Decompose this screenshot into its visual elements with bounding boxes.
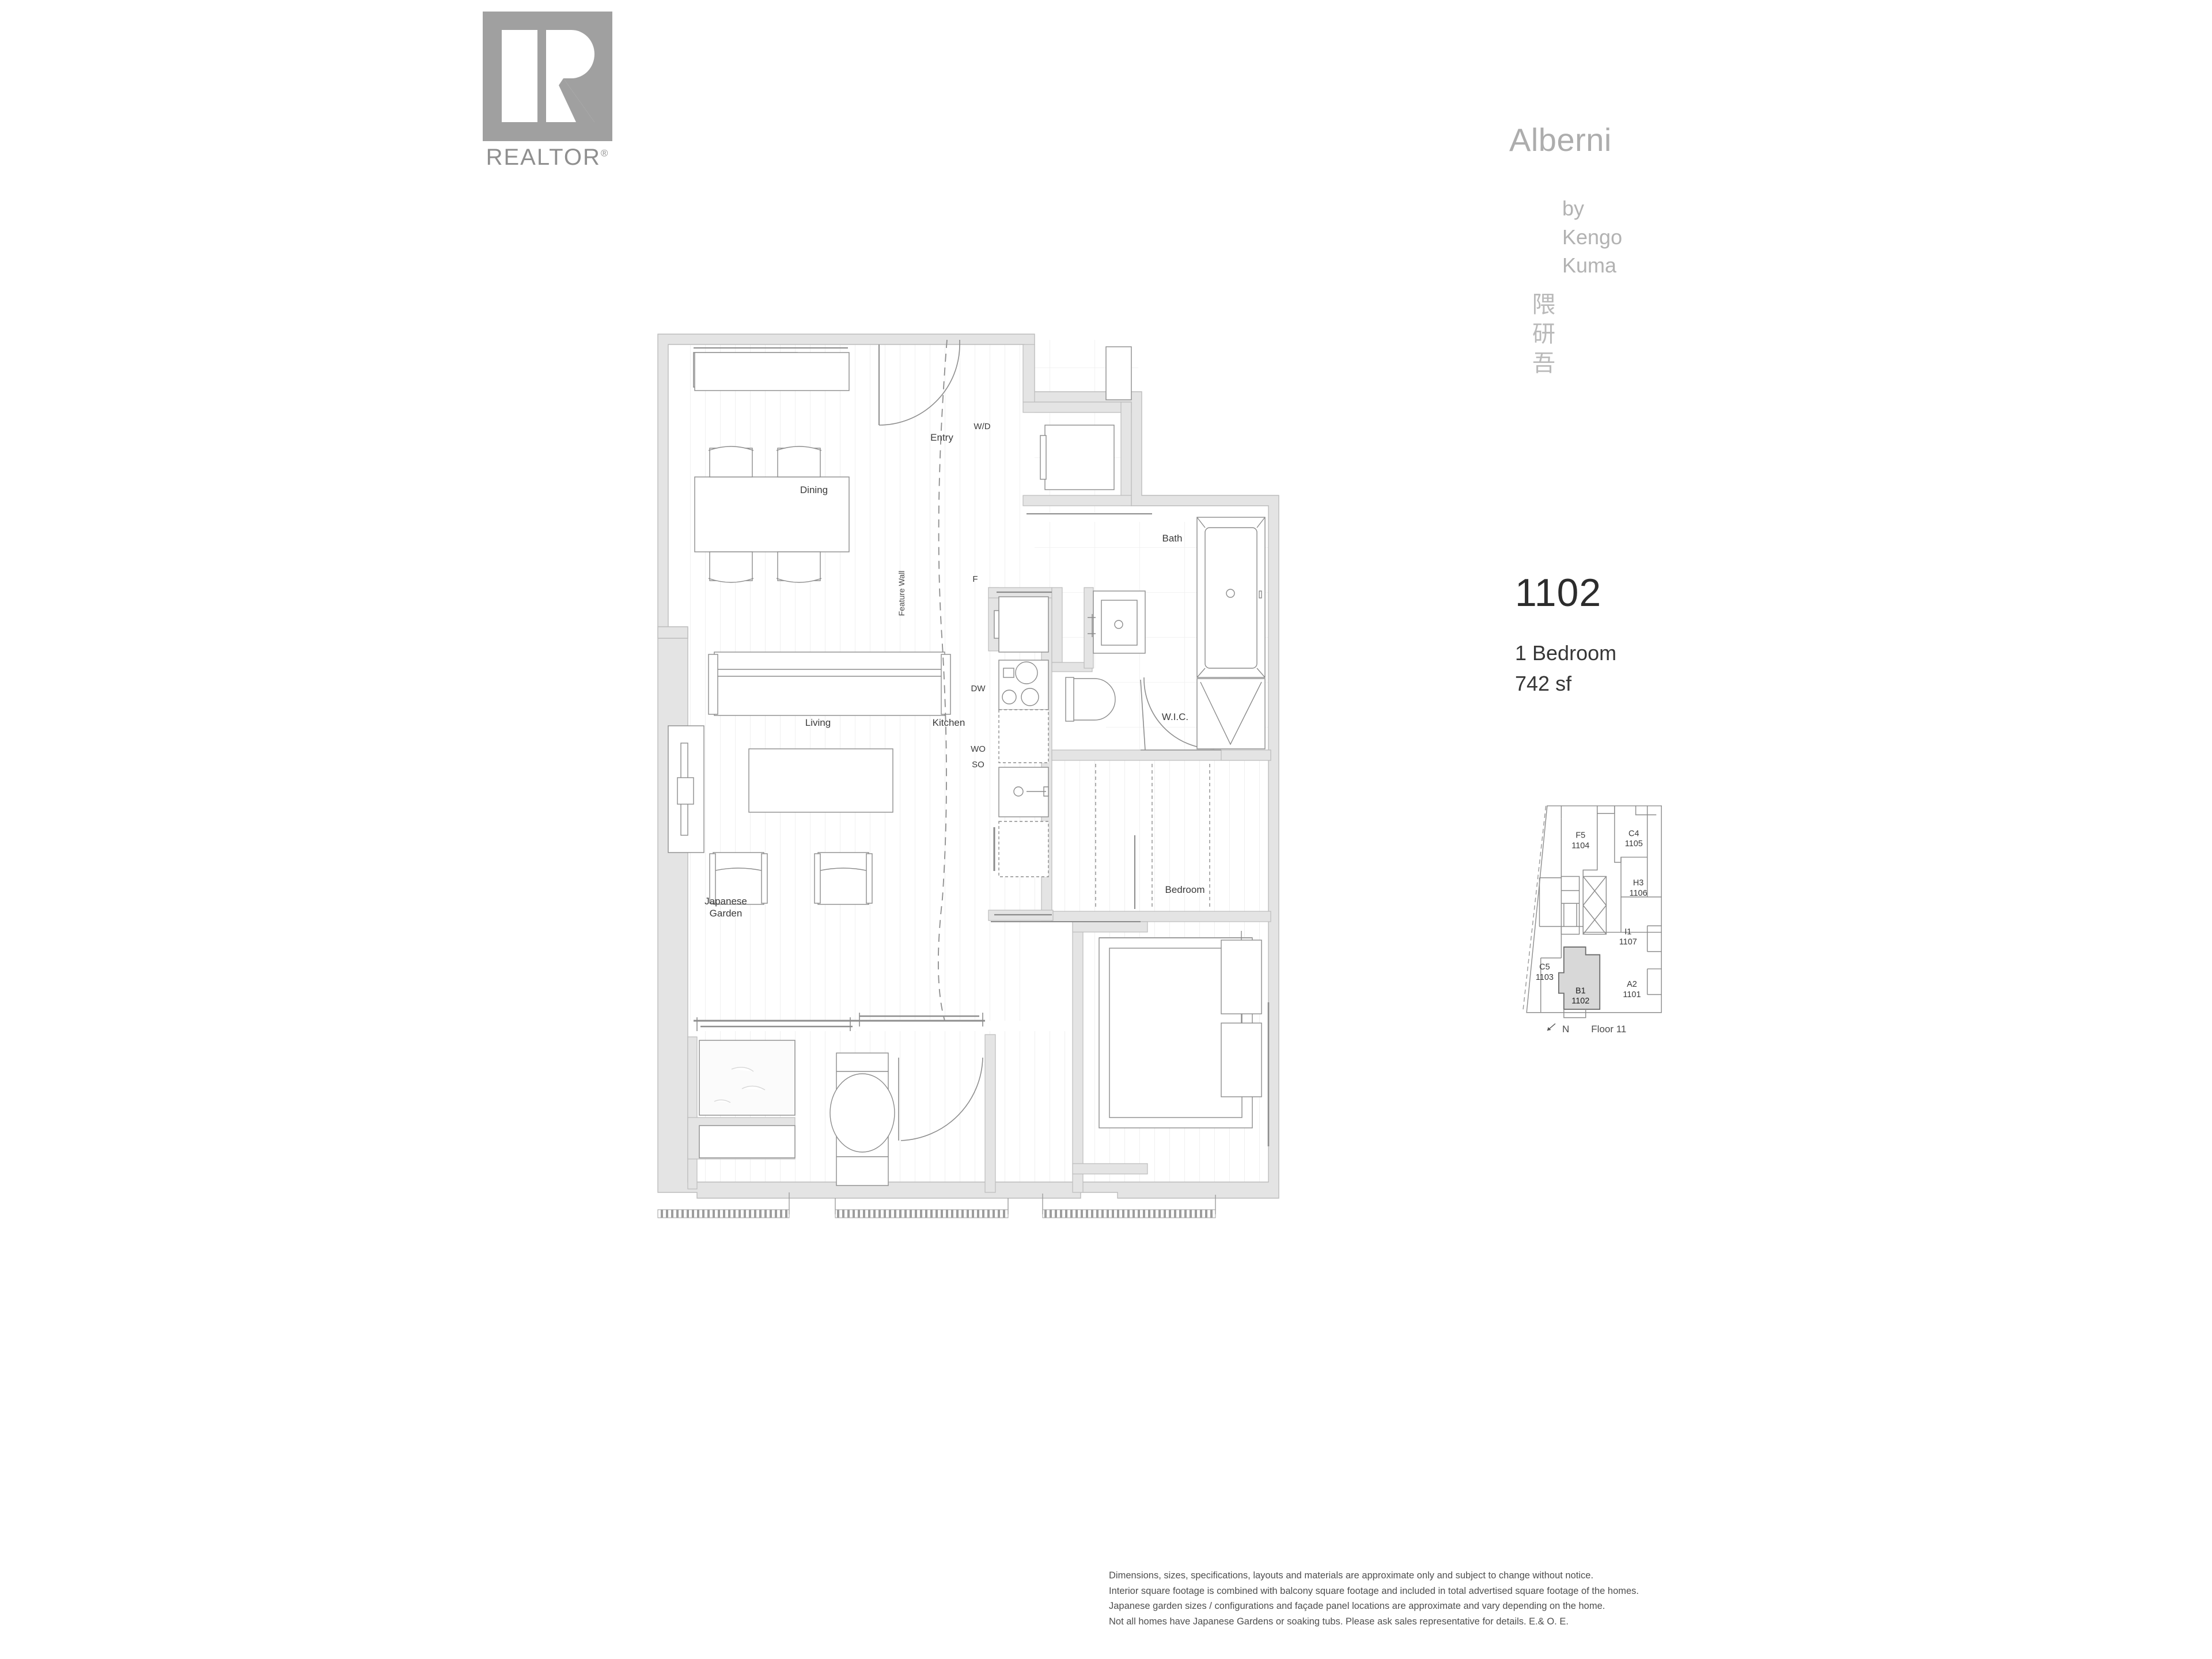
- facade-panel-hatch: [657, 1192, 1216, 1218]
- realtor-logo-r-glyph: [546, 30, 594, 122]
- kitchen-sink: [998, 767, 1049, 817]
- unit-bedroom-count: 1 Bedroom: [1515, 641, 1617, 665]
- architect-jp-char-1: 隈: [1532, 291, 1555, 319]
- architect-jp-char-3: 吾: [1532, 350, 1555, 377]
- unit-details: 1 Bedroom 742 sf: [1515, 638, 1757, 699]
- bathroom-vanity: [1088, 590, 1146, 654]
- architect-last-name: Kuma: [1562, 253, 1617, 278]
- unit-info-block: 1102 1 Bedroom 742 sf: [1515, 570, 1757, 699]
- nightstand: [1221, 1022, 1262, 1097]
- wall-oven-unit: [998, 821, 1049, 877]
- lounge-chair: [814, 852, 873, 905]
- disclaimer-line-1: Dimensions, sizes, specifications, layou…: [1109, 1570, 1594, 1581]
- architect-name-japanese: 隈 研 吾: [1532, 290, 1751, 379]
- room-label-bedroom: Bedroom: [1165, 884, 1205, 895]
- architect-first-name: Kengo: [1562, 225, 1623, 249]
- nightstand: [1221, 940, 1262, 1014]
- key-plan-footer: N Floor 11: [1544, 1022, 1626, 1036]
- fixture-label-steam-oven: SO: [972, 760, 984, 770]
- unit-area: 742 sf: [1515, 671, 1572, 695]
- room-label-entry: Entry: [930, 432, 953, 443]
- lounge-chair: [709, 852, 768, 905]
- realtor-wordmark-text: REALTOR: [486, 145, 601, 170]
- fixture-label-washer-dryer: W/D: [974, 422, 990, 431]
- north-arrow-icon: [1544, 1022, 1558, 1036]
- fixture-label-wall-oven: WO: [971, 744, 986, 754]
- sofa: [708, 652, 951, 716]
- media-console: [668, 725, 704, 853]
- dining-chair: [708, 446, 754, 478]
- key-plan-floor-label: Floor 11: [1591, 1023, 1627, 1035]
- room-label-walk-in-closet: W.I.C.: [1162, 711, 1188, 722]
- room-label-kitchen: Kitchen: [933, 717, 965, 728]
- japanese-garden: [699, 1040, 796, 1116]
- garden-planter: [699, 1125, 796, 1158]
- disclaimer-line-3: Japanese garden sizes / configurations a…: [1109, 1601, 1605, 1612]
- dining-table: [694, 476, 850, 552]
- refrigerator: [994, 596, 1049, 653]
- unit-number: 1102: [1515, 571, 1602, 615]
- dining-chair: [708, 551, 754, 583]
- soaking-tub: [830, 1052, 895, 1186]
- cooktop: [998, 660, 1049, 710]
- dishwasher-unit: [998, 709, 1049, 763]
- brand-block: Alberni by Kengo Kuma 隈 研 吾: [1509, 121, 1751, 379]
- living-rug: [748, 748, 893, 813]
- bathtub: [1196, 517, 1266, 678]
- shower: [1196, 678, 1266, 749]
- disclaimer-line-4: Not all homes have Japanese Gardens or s…: [1109, 1616, 1569, 1627]
- realtor-logo: REALTOR®: [472, 12, 622, 179]
- realtor-wordmark: REALTOR®: [483, 145, 612, 171]
- architect-credit-by: by: [1562, 196, 1585, 220]
- dining-chair: [776, 446, 822, 478]
- entry-closet: [694, 352, 850, 391]
- room-label-living: Living: [805, 717, 831, 728]
- fixture-label-fridge: F: [972, 574, 978, 584]
- dining-chair: [776, 551, 822, 583]
- realtor-logo-bar: [502, 30, 537, 122]
- washer-dryer-appliance: [1040, 346, 1132, 490]
- architect-credit: by Kengo Kuma: [1562, 194, 1751, 280]
- annotation-feature-wall: Feature Wall: [897, 571, 906, 616]
- architect-jp-char-2: 研: [1532, 321, 1555, 348]
- disclaimer-line-2: Interior square footage is combined with…: [1109, 1585, 1639, 1596]
- realtor-logo-mark: [483, 12, 612, 141]
- feature-wall-line: [938, 339, 948, 1021]
- toilet: [1065, 677, 1116, 722]
- fixture-label-dishwasher: DW: [971, 684, 986, 694]
- furniture: [668, 346, 1266, 1186]
- room-label-dining: Dining: [800, 484, 828, 495]
- registered-mark-icon: ®: [600, 147, 609, 159]
- north-label: N: [1562, 1023, 1570, 1035]
- disclaimer-block: Dimensions, sizes, specifications, layou…: [1109, 1568, 1743, 1630]
- room-label-bath: Bath: [1162, 533, 1183, 544]
- closet-shelving: [1095, 764, 1210, 909]
- project-title: Alberni: [1509, 122, 1612, 158]
